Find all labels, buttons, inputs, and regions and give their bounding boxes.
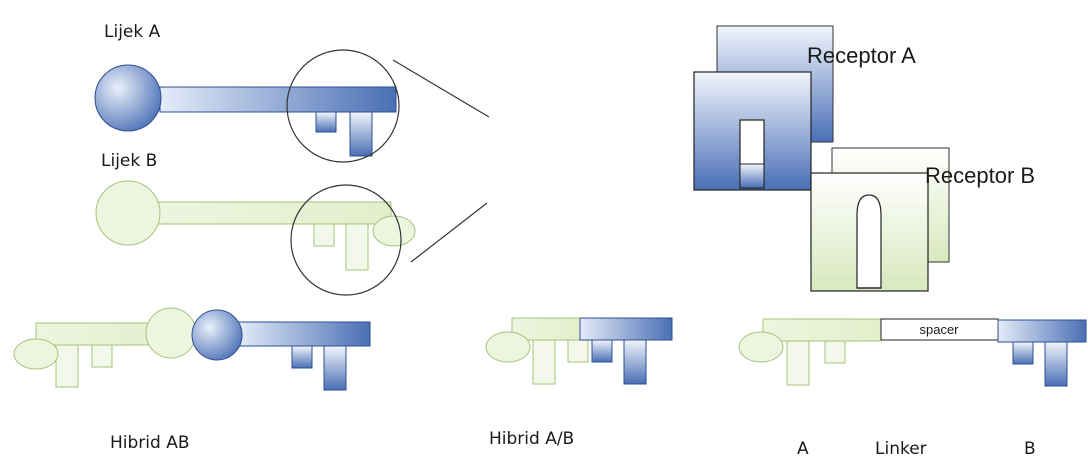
drug-a-zoom-line [392, 59, 490, 118]
hybrid-ab-key [13, 307, 371, 391]
spacer-label: spacer [919, 322, 959, 337]
drug-b-magnifier-circle [290, 184, 402, 296]
hybrid-ab-label: Hibrid AB [110, 433, 190, 453]
drug-b-key [95, 180, 416, 271]
drug-b-zoom-line [410, 202, 488, 263]
linker-a-label: A [797, 439, 809, 457]
drug-a-magnifier-circle [286, 49, 400, 163]
linker-construct [738, 318, 1087, 387]
linker-label: Linker [875, 439, 927, 457]
receptor-a-label: Receptor A [807, 43, 916, 68]
drug-b-label: Lijek B [101, 151, 157, 171]
linker-b-label: B [1024, 439, 1036, 457]
drug-a-key [94, 64, 397, 157]
receptor-b [810, 147, 950, 292]
hybrid-a-b-label: Hibrid A/B [489, 429, 574, 449]
receptor-a [693, 25, 834, 191]
receptor-b-label: Receptor B [925, 163, 1035, 188]
hybrid-a-b-key [485, 317, 673, 385]
drug-a-label: Lijek A [104, 22, 161, 42]
